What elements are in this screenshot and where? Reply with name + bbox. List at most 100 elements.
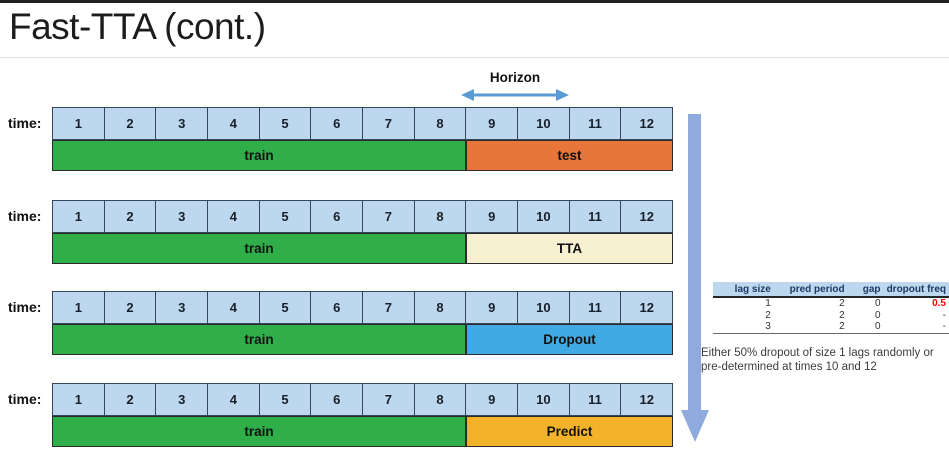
time-cell: 4 — [208, 292, 260, 323]
time-label: time: — [8, 115, 42, 131]
time-cell: 7 — [363, 108, 415, 139]
time-cell: 6 — [311, 201, 364, 232]
time-cell: 12 — [639, 116, 654, 131]
split-bars: train test — [52, 140, 673, 171]
time-cell: 5 — [260, 201, 312, 232]
time-label: time: — [8, 391, 42, 407]
time-cell: 4 — [208, 108, 260, 139]
time-cell: 5 — [260, 108, 312, 139]
time-cell: 6 — [311, 108, 364, 139]
pred-period-value: 2 — [839, 309, 845, 321]
table-header-cell: pred period — [773, 282, 848, 298]
dropout-freq-value: - — [883, 321, 949, 334]
table-row: 1 2 0 0.5 — [713, 297, 949, 309]
time-cell: 2 — [105, 384, 157, 415]
time-cell: 12 — [639, 300, 654, 315]
time-cell: 11 — [570, 108, 622, 139]
time-cell: 3 — [156, 384, 209, 415]
time-cell: 1 — [53, 384, 105, 415]
time-cell: 11 — [570, 201, 622, 232]
time-cell: 7 — [363, 384, 415, 415]
dropout-freq-value: - — [942, 309, 946, 321]
time-cell: 1 — [53, 108, 105, 139]
flow-arrow-head — [681, 410, 709, 442]
time-cell: 10 — [518, 108, 570, 139]
horizon-label: Horizon — [489, 70, 541, 85]
horizon-double-arrow-icon — [461, 89, 569, 101]
time-cell: 2 — [105, 108, 157, 139]
time-cell: 12 — [639, 392, 654, 407]
slide-top-edge — [0, 0, 949, 3]
lag-size-value: 1 — [765, 298, 771, 309]
time-cell: 12 — [639, 209, 654, 224]
lag-size-value: 3 — [713, 321, 774, 334]
time-label: time: — [8, 299, 42, 315]
split-bars: train Predict — [52, 416, 673, 447]
time-cell: 7 — [363, 292, 415, 323]
predict-bar: Predict — [466, 416, 673, 447]
train-bar: train — [52, 140, 466, 171]
train-bar: train — [52, 324, 466, 355]
pred-period-value: 2 — [773, 321, 848, 334]
time-cell: 6 — [311, 292, 364, 323]
time-cell: 3 — [156, 108, 209, 139]
time-cell: 11 — [570, 292, 622, 323]
table-row: 3 2 0 - — [713, 321, 949, 334]
time-cell: 5 — [260, 384, 312, 415]
time-cell: 10 — [518, 292, 570, 323]
gap-value: 0 — [874, 298, 881, 309]
time-cell: 6 — [311, 384, 364, 415]
split-bars: train Dropout — [52, 324, 673, 355]
dropout-freq-value: 0.5 — [932, 298, 946, 309]
time-cell: 8 — [415, 292, 467, 323]
time-cell: 8 — [415, 108, 467, 139]
test-bar: test — [466, 140, 673, 171]
pred-period-value: 2 — [839, 298, 845, 309]
time-cell: 9 — [466, 384, 519, 415]
time-cell: 7 — [363, 201, 415, 232]
time-cell: 3 — [156, 201, 209, 232]
train-bar: train — [52, 233, 466, 264]
flow-arrow-shaft — [688, 114, 701, 412]
table-header-cell: dropout freq — [883, 282, 949, 298]
time-cell: 9 — [466, 108, 519, 139]
time-cell: 1 — [53, 292, 105, 323]
table-header-cell: lag size — [713, 282, 774, 298]
gap-value: 0 — [874, 309, 881, 321]
time-cell: 4 — [208, 384, 260, 415]
table-header-cell: gap — [847, 282, 884, 298]
split-bars: train TTA — [52, 233, 673, 264]
train-bar: train — [52, 416, 466, 447]
tta-bar: TTA — [466, 233, 673, 264]
time-cell: 8 — [415, 384, 467, 415]
time-cell: 2 — [105, 292, 157, 323]
dropout-caption: Either 50% dropout of size 1 lags random… — [701, 347, 934, 374]
time-cell: 8 — [415, 201, 467, 232]
title-divider — [0, 57, 949, 58]
table-row: 2 2 0 - — [713, 309, 949, 321]
time-cell: 4 — [208, 201, 260, 232]
time-cell: 10 — [518, 384, 570, 415]
time-cell: 3 — [156, 292, 209, 323]
time-label: time: — [8, 208, 42, 224]
slide-title: Fast-TTA (cont.) — [9, 6, 266, 47]
time-cell: 1 — [53, 201, 105, 232]
lag-size-value: 2 — [765, 309, 771, 321]
time-cell: 10 — [518, 201, 570, 232]
flow-down-arrow-icon — [681, 114, 709, 442]
dropout-bar: Dropout — [466, 324, 673, 355]
time-cell: 9 — [466, 292, 519, 323]
gap-value: 0 — [847, 321, 884, 334]
time-cell: 9 — [466, 201, 519, 232]
